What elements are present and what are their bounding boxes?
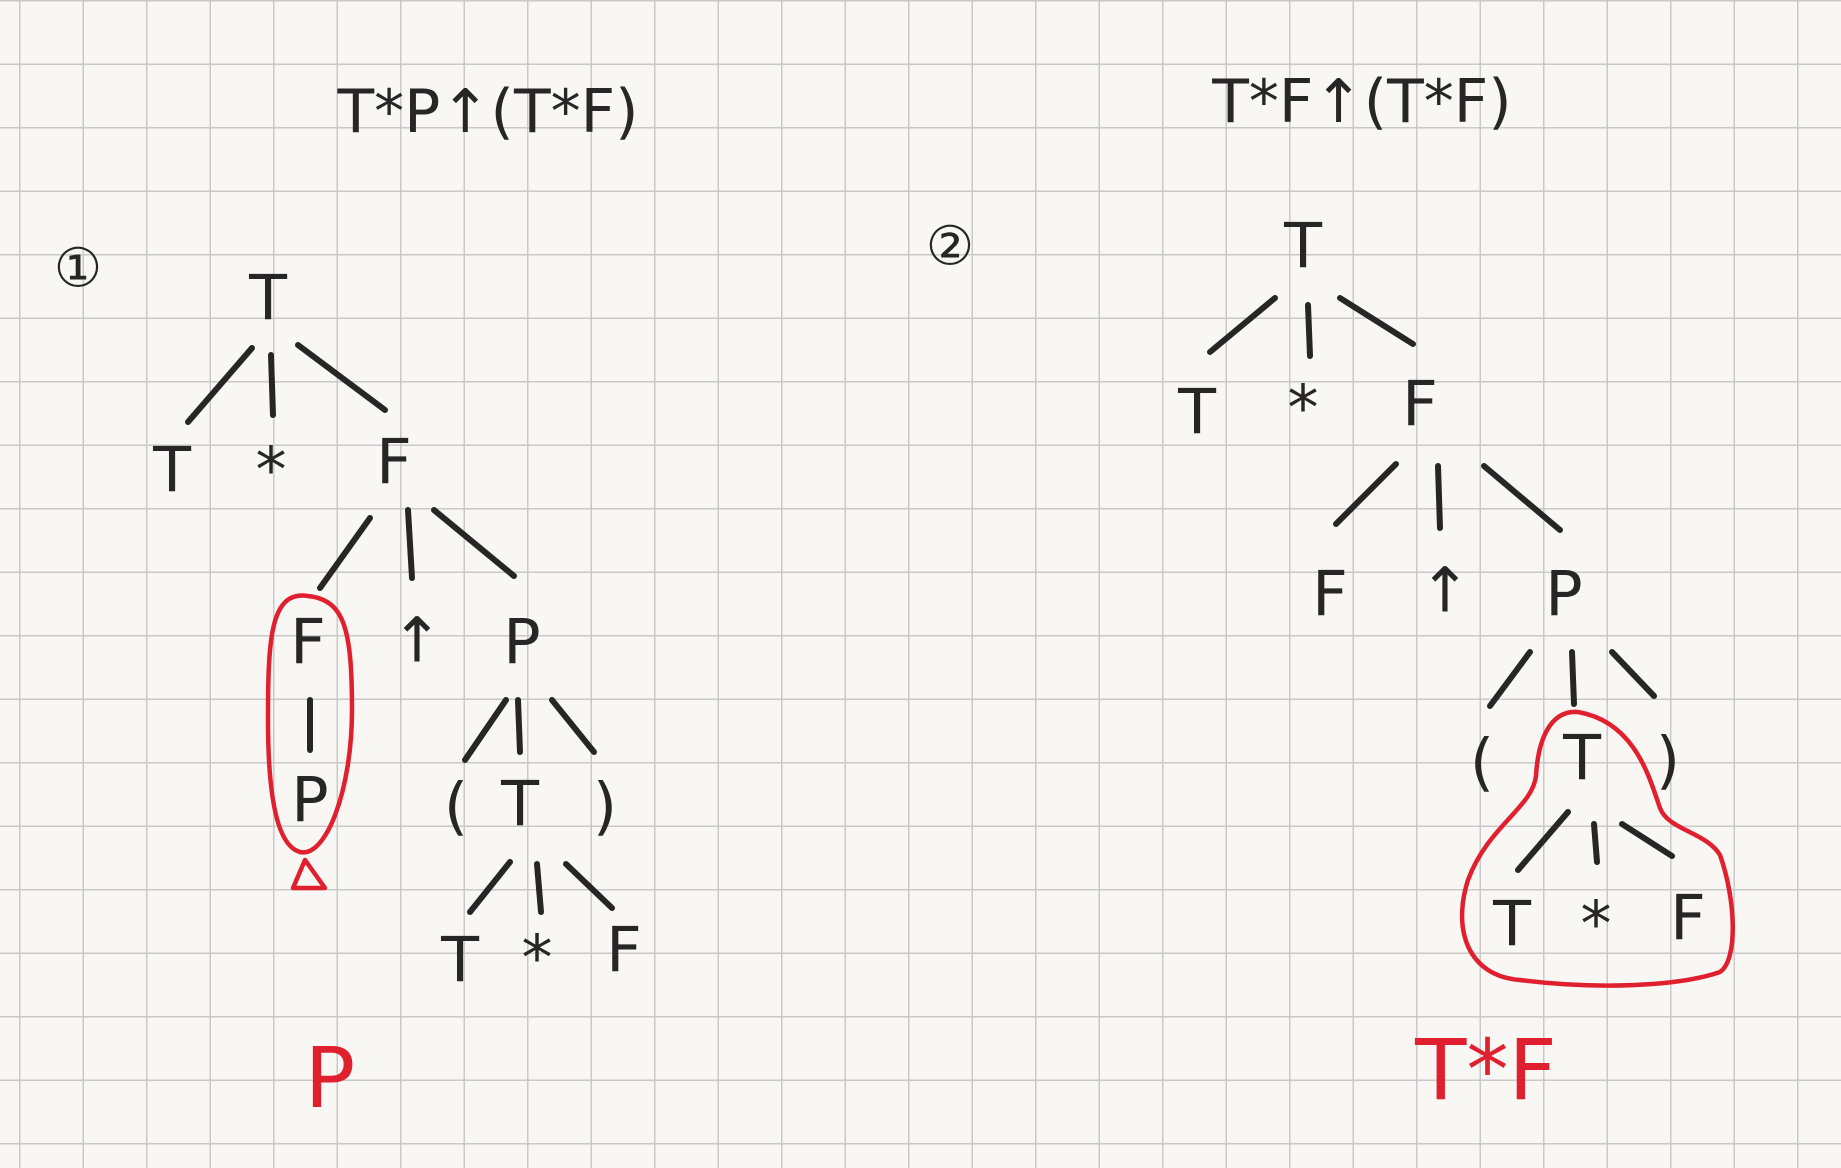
tree-2-edge-t-left: [1515, 809, 1571, 873]
tree-2-l1-left: T: [1177, 376, 1217, 449]
tree-1-l3-rparen: ): [593, 770, 617, 843]
tree-1-l2-left: F: [290, 606, 326, 679]
answer-1: P: [305, 1029, 356, 1127]
diagram-1: T*P↑(T*F) ① T T * F F ↑ P P ( T ) T * F …: [54, 77, 642, 1127]
tree-1-l2-right: P: [503, 606, 540, 679]
diagram-2: T*F↑(T*F) ② T T * F F ↑ P ( T ) T * F T*…: [926, 67, 1735, 1119]
tree-2-edge-f-right: [1481, 463, 1563, 533]
tree-2-edge-p-left: [1487, 649, 1533, 709]
tree-2-edge-p-mid: [1569, 649, 1577, 707]
tree-2-l4-right: F: [1670, 882, 1706, 955]
tree-1-edge-p-mid: [515, 697, 523, 755]
tree-2-edge-f-left: [1333, 461, 1399, 527]
tree-1-highlight-triangle: [290, 857, 328, 891]
tree-2-edge-p-right: [1609, 649, 1657, 699]
tree-1-edge-root-mid: [268, 352, 276, 418]
tree-1-l1-mid: *: [256, 434, 287, 507]
tree-2-l2-mid: ↑: [1419, 554, 1471, 627]
expression-2: T*F↑(T*F): [1211, 67, 1511, 137]
diagram-1-number: ①: [54, 237, 102, 300]
tree-1-highlight-loop: [265, 593, 355, 855]
tree-2-l3-lparen: (: [1470, 726, 1494, 799]
answer-2: T*F: [1414, 1021, 1557, 1119]
diagram-2-number: ②: [926, 215, 974, 278]
tree-2-l2-left: F: [1312, 558, 1348, 631]
tree-2-l3-rparen: ): [1656, 724, 1680, 797]
tree-1-edge-t-right: [563, 861, 615, 911]
expression-1: T*P↑(T*F): [336, 77, 638, 147]
tree-1-l3-lparen: (: [444, 770, 468, 843]
tree-1-l4-left: T: [440, 924, 480, 997]
tree-1-root: T: [248, 262, 288, 335]
tree-2-l3-mid: T: [1562, 722, 1602, 795]
tree-2-edge-f-mid: [1435, 463, 1443, 531]
tree-2-edge-root-mid: [1305, 302, 1313, 359]
tree-1-edge-root-right: [295, 342, 388, 413]
tree-1-l2-mid: ↑: [391, 604, 443, 677]
tree-1-l4-mid: *: [522, 922, 553, 995]
tree-2-edge-t-mid: [1591, 821, 1600, 865]
tree-1-edge-f-left: [317, 515, 373, 591]
tree-1-edge-t-left: [467, 859, 513, 915]
tree-2-l1-mid: *: [1288, 372, 1319, 445]
tree-1-edge-f-mid: [405, 507, 415, 581]
tree-2-l2-right: P: [1545, 558, 1582, 631]
tree-1-l1-left: T: [152, 434, 192, 507]
tree-1-edge-t-mid: [534, 861, 544, 915]
tree-2-edge-root-right: [1337, 295, 1416, 347]
tree-2-l4-mid: *: [1581, 888, 1612, 961]
tree-2-root: T: [1283, 210, 1323, 283]
tree-2-highlight-loop: [1459, 709, 1735, 988]
tree-2-edge-root-left: [1207, 295, 1278, 355]
tree-1-edge-root-left: [185, 345, 255, 425]
tree-2-edge-t-right: [1619, 821, 1675, 859]
tree-2-l1-right: F: [1402, 368, 1438, 441]
tree-1-l3-p: P: [291, 764, 328, 837]
tree-1-l3-mid: T: [500, 768, 540, 841]
tree-1-l1-right: F: [376, 426, 412, 499]
tree-1-l4-right: F: [606, 914, 642, 987]
tree-1-edge-f-right: [431, 507, 517, 579]
tree-1-edge-p-right: [549, 697, 597, 755]
tree-1-edge-p-left: [462, 697, 509, 763]
tree-2-l4-left: T: [1492, 888, 1532, 961]
